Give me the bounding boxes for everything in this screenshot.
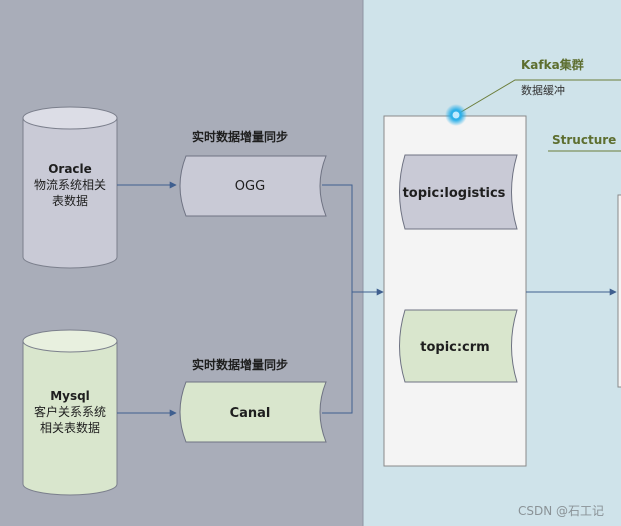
mysql-desc-line2: 相关表数据 [40,420,100,435]
ogg-label: OGG [235,179,265,194]
oracle-desc-line2: 表数据 [52,193,88,208]
oracle-desc-line1: 物流系统相关 [34,178,106,192]
topic-logistics-label: topic:logistics [403,186,506,201]
topic-crm-node: topic:crm [399,309,518,383]
ogg-sync-caption: 实时数据增量同步 [192,129,288,144]
watermark: CSDN @石工记 [518,504,604,518]
oracle-cylinder-body [22,118,118,269]
ogg-shape [179,155,327,217]
mysql-cylinder-top [22,329,118,353]
canal-sync-caption: 实时数据增量同步 [192,357,288,372]
topic-logistics-shape [399,154,518,230]
structure-label: Structure s [552,133,621,147]
kafka-subtitle: 数据缓冲 [521,83,565,97]
canal-to-kafka-connector [322,292,353,414]
ogg-to-kafka-connector [322,184,353,292]
kafka-title: Kafka集群 [521,57,584,72]
canal-sync-node: Canal [179,381,327,443]
mysql-database: Mysql 客户关系系统 相关表数据 [22,329,118,496]
kafka-glow-core [451,110,461,120]
topic-crm-label: topic:crm [420,340,489,355]
topic-crm-shape [399,309,518,383]
mysql-cylinder-body [22,341,118,496]
kafka-callout-line [455,79,621,116]
oracle-database: Oracle 物流系统相关 表数据 [22,106,118,269]
oracle-cylinder-top [22,106,118,130]
oracle-name: Oracle [48,162,92,176]
canal-label: Canal [230,406,271,421]
topic-logistics-node: topic:logistics [399,154,518,230]
mysql-name: Mysql [50,389,90,403]
mysql-desc-line1: 客户关系系统 [34,404,106,419]
canal-shape [179,381,327,443]
structure-box-partial [617,194,621,388]
ogg-sync-node: OGG [179,155,327,217]
